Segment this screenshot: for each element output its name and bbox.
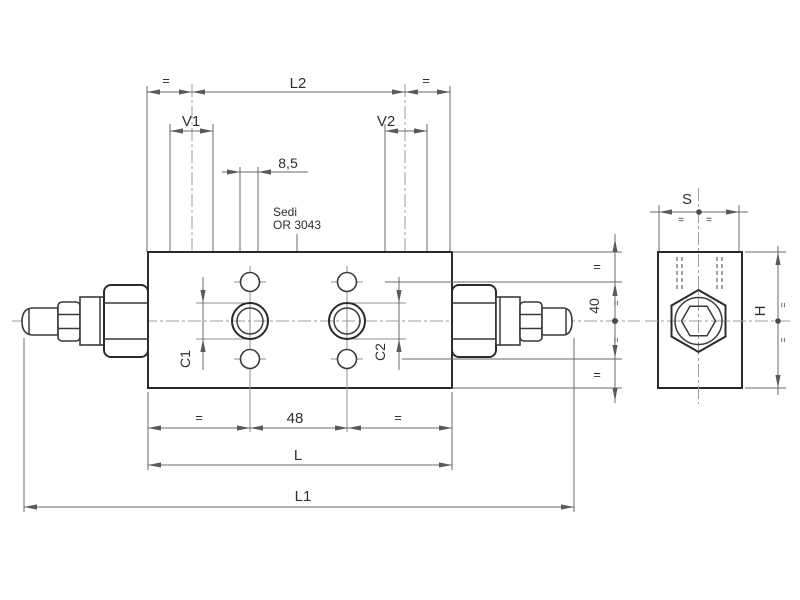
dim-8-5: 8,5 bbox=[222, 155, 308, 175]
dim-label-eq-top-right: = bbox=[422, 73, 430, 88]
dim-label-l1: L1 bbox=[295, 488, 312, 505]
mounting-holes bbox=[239, 271, 358, 370]
cavity-centerlines bbox=[191, 84, 406, 278]
dim-label-h: H bbox=[752, 306, 769, 317]
dim-label-eq-bottom-left: = bbox=[195, 410, 203, 425]
hex-socket bbox=[680, 305, 717, 337]
left-cartridge-stem bbox=[21, 284, 149, 358]
dim-label-s: S bbox=[682, 191, 692, 208]
dim-label-eq-40-bottom: = bbox=[593, 367, 601, 382]
dim-label-l2: L2 bbox=[290, 75, 307, 92]
dim-48: = 48 = bbox=[148, 410, 452, 431]
dim-label-v2: V2 bbox=[377, 113, 395, 130]
dim-v2: V2 bbox=[377, 113, 427, 134]
top-extension-lines bbox=[146, 86, 451, 252]
dim-v1: V1 bbox=[170, 113, 213, 134]
front-view: = L2 = V1 V2 8,5 Sedi OR 3043 bbox=[12, 73, 640, 512]
dim-label-eq-s-right: = bbox=[706, 215, 712, 226]
seat-note-line2: OR 3043 bbox=[273, 218, 321, 232]
dim-c2: C2 bbox=[345, 277, 406, 370]
dim-l2: = L2 = bbox=[147, 73, 450, 95]
dim-label-l: L bbox=[294, 447, 302, 464]
dim-label-eq-40-center-upper: = bbox=[611, 300, 621, 305]
dim-label-40: 40 bbox=[586, 298, 602, 314]
dim-label-v1: V1 bbox=[182, 113, 200, 130]
dim-c1: C1 bbox=[177, 277, 252, 370]
dim-h: H = = bbox=[745, 246, 788, 395]
bottom-extension-lines bbox=[23, 338, 575, 512]
dim-label-eq-bottom-right: = bbox=[394, 410, 402, 425]
side-view: S = = H = = bbox=[645, 188, 790, 404]
dim-label-8-5: 8,5 bbox=[278, 155, 298, 171]
right-cartridge-stem bbox=[451, 284, 573, 358]
end-hex-nut bbox=[670, 288, 727, 354]
side-view-centerlines bbox=[645, 188, 790, 404]
dim-label-eq-40-center-lower: = bbox=[611, 337, 621, 342]
dim-label-eq-h-upper: = bbox=[778, 302, 788, 307]
dim-l: L bbox=[148, 447, 452, 468]
dim-label-eq-h-lower: = bbox=[778, 337, 788, 342]
dim-label-eq-s-left: = bbox=[678, 215, 684, 226]
port-c2-circle bbox=[328, 302, 366, 340]
dim-label-eq-top-left: = bbox=[162, 73, 170, 88]
dim-label-eq-40-top: = bbox=[593, 259, 601, 274]
dim-s: S = = bbox=[650, 191, 748, 251]
dim-label-c1: C1 bbox=[177, 350, 193, 368]
dim-40-chain: = 40 = = = bbox=[385, 234, 622, 403]
port-c1-circle bbox=[231, 302, 269, 340]
dim-label-c2: C2 bbox=[372, 343, 388, 361]
side-view-hidden-holes bbox=[676, 257, 723, 290]
seat-note-line1: Sedi bbox=[273, 205, 297, 219]
dim-label-48: 48 bbox=[287, 410, 304, 427]
dim-l1: L1 bbox=[24, 488, 574, 510]
valve-body-block bbox=[147, 251, 453, 389]
